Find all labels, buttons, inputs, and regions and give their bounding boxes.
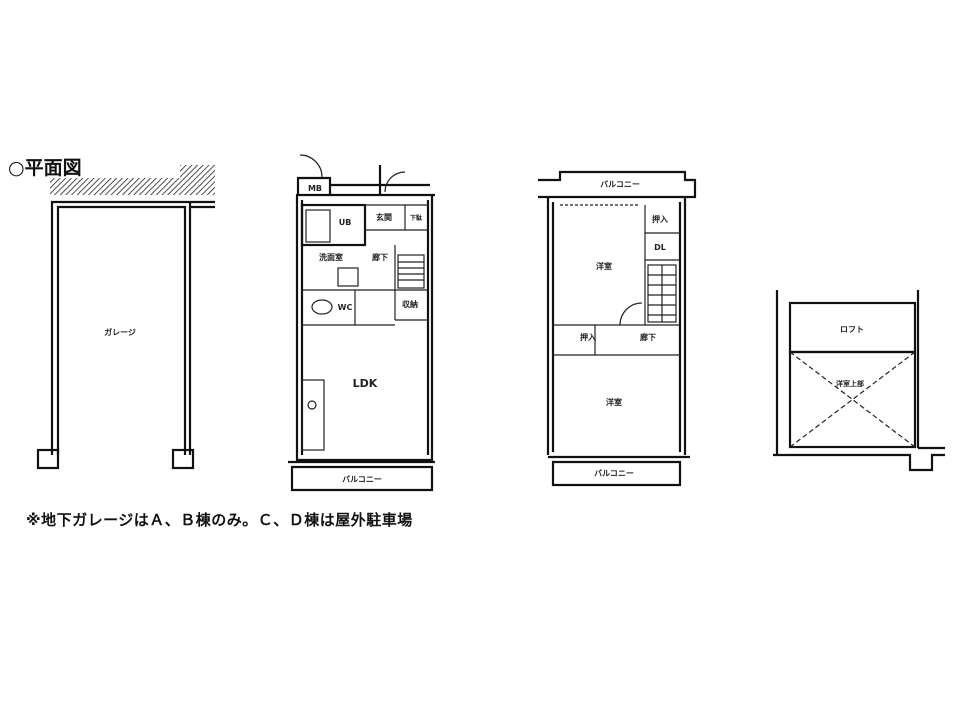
room2-label: 洋室 xyxy=(606,397,622,407)
bottom-balcony-label: バルコニー xyxy=(594,469,634,478)
void-area xyxy=(788,350,917,449)
balcony-label: バルコニー xyxy=(342,475,382,484)
kitchen-counter xyxy=(301,379,325,451)
garage-plan: ガレージ xyxy=(36,165,215,470)
wash-basin xyxy=(337,267,359,287)
floor1-plan: MB UB 玄関 下駄 洗面室 廊下 WC 収納 LDK バルコニー xyxy=(288,154,435,492)
closet1-label: 押入 xyxy=(652,214,668,224)
toilet xyxy=(311,299,333,315)
staircase xyxy=(397,254,425,289)
loft-plan: ロフト 洋室上部 xyxy=(773,290,945,472)
page-title: ○平面図 xyxy=(8,157,82,179)
room1-label: 洋室 xyxy=(596,261,612,271)
void-label: 洋室上部 xyxy=(836,379,864,388)
mb-label: MB xyxy=(308,184,322,193)
shoe-box-label: 下駄 xyxy=(410,214,423,222)
entrance-label: 玄関 xyxy=(376,212,392,222)
floor2-plan: バルコニー 洋室 押入 DL 押入 廊下 洋室 バルコニー xyxy=(538,170,697,487)
ub-label: UB xyxy=(339,218,352,227)
column xyxy=(171,448,195,470)
washroom-label: 洗面室 xyxy=(319,252,343,262)
dl-label: DL xyxy=(654,243,666,252)
staircase xyxy=(647,264,677,323)
storage-label: 収納 xyxy=(402,299,418,309)
hall-label: 廊下 xyxy=(640,332,656,342)
wc-label: WC xyxy=(338,303,353,312)
footnote: ※地下ガレージはＡ、Ｂ棟のみ。Ｃ、Ｄ棟は屋外駐車場 xyxy=(26,511,413,529)
loft-label: ロフト xyxy=(840,325,864,334)
closet2-label: 押入 xyxy=(580,332,596,342)
top-balcony-label: バルコニー xyxy=(600,180,640,189)
bathroom xyxy=(300,203,367,247)
hall-label: 廊下 xyxy=(372,252,388,262)
column xyxy=(36,448,60,470)
ldk-label: LDK xyxy=(353,377,378,390)
hatched-wall xyxy=(50,165,215,195)
garage-label: ガレージ xyxy=(104,327,136,337)
